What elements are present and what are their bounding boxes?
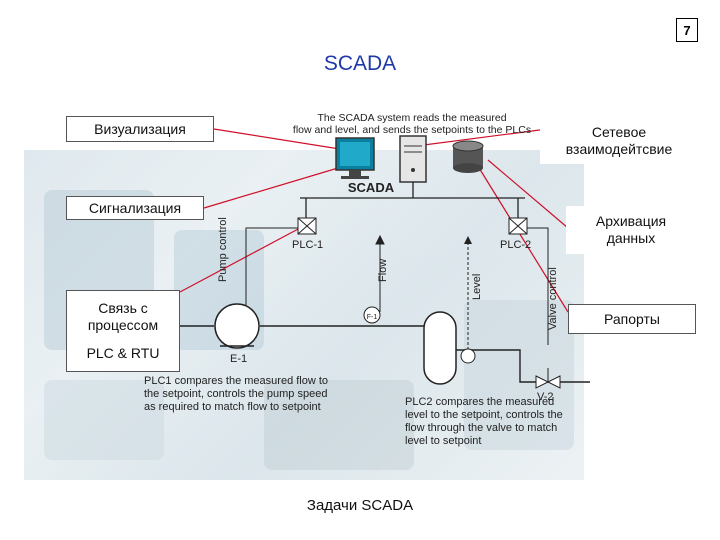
- slide-title: SCADA: [323, 52, 397, 75]
- label-network: Сетевое взаимодейтсвие: [540, 118, 698, 164]
- scada-label: SCADA: [348, 180, 395, 195]
- red-connectors: [179, 127, 569, 313]
- flow-label: Flow: [377, 259, 389, 282]
- plc1-caption-line2: the setpoint, controls the pump speed: [144, 388, 327, 400]
- connector-archiving: [487, 159, 569, 229]
- flow-transmitter-icon: [363, 306, 381, 324]
- label-process-link: Связь с процессом PLC & RTU: [66, 290, 180, 372]
- plc1-caption-line1: PLC1 compares the measured flow to: [144, 375, 328, 387]
- plc2-caption-line4: level to setpoint: [405, 435, 481, 447]
- valve-icon: [535, 368, 561, 389]
- network-bus: [300, 182, 525, 218]
- pump-control-label: Pump control: [217, 217, 229, 282]
- page-number: 7: [676, 18, 698, 42]
- connector-alarming: [203, 167, 339, 209]
- plc1-label: PLC-1: [292, 239, 323, 251]
- database-icon: [452, 140, 484, 173]
- label-network-text: Сетевое взаимодейтсвие: [565, 124, 673, 157]
- label-alarming: Сигнализация: [66, 196, 204, 220]
- label-archiving-text: Архивация данных: [595, 213, 667, 246]
- plc2-caption-line2: level to the setpoint, controls the: [405, 409, 563, 421]
- pump-label: E-1: [230, 353, 247, 365]
- valve-control-label: Valve control: [547, 267, 559, 330]
- top-caption-line1: The SCADA system reads the measured: [317, 112, 506, 124]
- level-label: Level: [471, 274, 483, 300]
- connector-network: [415, 127, 556, 147]
- signal-lines: [245, 227, 549, 350]
- label-reports: Рапорты: [568, 304, 696, 334]
- label-archiving: Архивация данных: [566, 206, 696, 254]
- label-process-link-text: Связь с процессом: [87, 299, 159, 333]
- connector-process: [179, 227, 301, 293]
- connector-reports: [475, 162, 569, 313]
- monitor-icon: [335, 137, 375, 179]
- connector-visualization: [213, 128, 347, 151]
- tank-icon: [423, 311, 457, 385]
- footer-title: Задачи SCADA: [306, 497, 414, 514]
- plc2-label: PLC-2: [500, 239, 531, 251]
- level-transmitter-icon: [460, 348, 476, 364]
- plc1-caption-line3: as required to match flow to setpoint: [144, 401, 321, 413]
- top-caption-line2: flow and level, and sends the setpoints …: [293, 124, 531, 136]
- label-visualization: Визуализация: [66, 116, 214, 142]
- pump-icon: [214, 303, 260, 349]
- plc1-icon: [297, 217, 317, 235]
- server-icon: [399, 135, 427, 183]
- plc2-caption-line1: PLC2 compares the measured: [405, 396, 554, 408]
- plc2-caption-line3: flow through the valve to match: [405, 422, 557, 434]
- flow-transmitter-label: F-1: [367, 314, 378, 321]
- valve-label: V-2: [537, 391, 554, 403]
- label-plc-rtu: PLC & RTU: [86, 345, 160, 362]
- process-piping: [120, 325, 590, 383]
- plc2-icon: [508, 217, 528, 235]
